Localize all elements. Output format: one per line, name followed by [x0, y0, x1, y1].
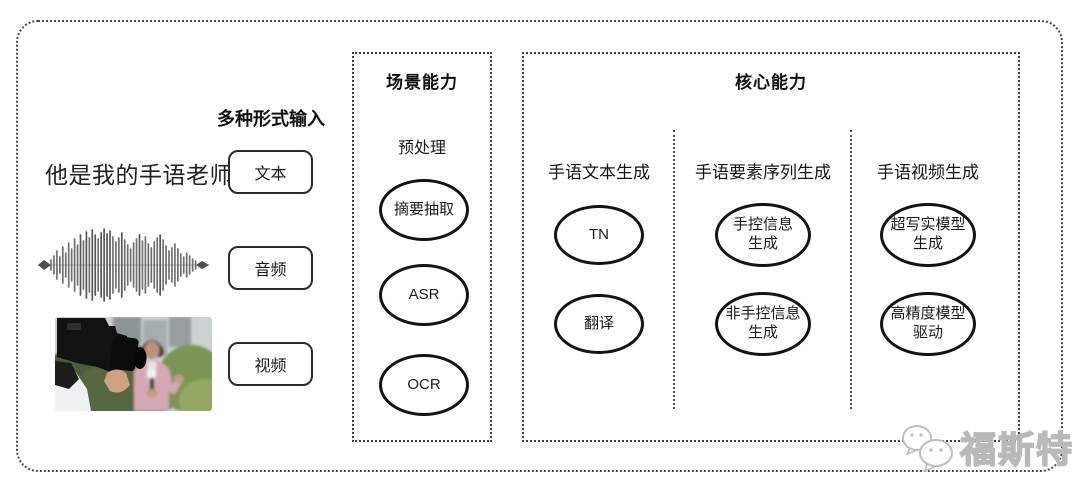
text-input-label: 文本	[254, 166, 287, 183]
preprocess-label: 预处理	[397, 140, 446, 157]
node-high-precision-model-drive: 高精度模型 驱动	[880, 292, 976, 356]
video-input-box: 视频	[228, 342, 313, 386]
multi-input-header: 多种形式输入	[217, 109, 325, 129]
node-label: 手控信息 生成	[732, 216, 793, 252]
wechat-logo-icon	[902, 425, 953, 472]
column-header-text-generation: 手语文本生成	[548, 163, 650, 182]
node-label: 翻译	[583, 314, 614, 332]
core-title: 核心能力	[735, 73, 807, 92]
audio-waveform	[38, 228, 210, 302]
audio-input-box: 音频	[228, 246, 313, 290]
node-non-manual-info-generation: 非手控信息 生成	[715, 292, 811, 356]
node-label: OCR	[407, 375, 441, 393]
column-divider	[673, 130, 675, 409]
node-label: 高精度模型 驱动	[890, 305, 966, 341]
scene-title: 场景能力	[386, 73, 458, 92]
node-asr: ASR	[379, 264, 469, 326]
column-divider	[850, 130, 852, 409]
node-label: 非手控信息 生成	[725, 305, 801, 341]
video-input-photo	[55, 317, 212, 411]
column-header-element-sequence-generation: 手语要素序列生成	[695, 163, 831, 182]
node-translation: 翻译	[554, 294, 644, 354]
node-manual-info-generation: 手控信息 生成	[715, 203, 811, 267]
watermark-text: 福斯特	[959, 428, 1075, 471]
video-input-label: 视频	[254, 358, 287, 375]
node-label: TN	[589, 225, 609, 243]
audio-input-label: 音频	[254, 262, 287, 279]
node-label: 摘要抽取	[393, 200, 454, 218]
sample-sentence: 他是我的手语老师	[45, 162, 233, 188]
node-tn: TN	[554, 205, 644, 265]
node-hyperrealistic-model-generation: 超写实模型 生成	[880, 203, 976, 267]
core-capability-box: 核心能力 手语文本生成 TN 翻译 手语要素序列生成 手控信息 生成 非手控信息…	[522, 52, 1020, 442]
node-ocr: OCR	[379, 354, 469, 416]
node-summary-extraction: 摘要抽取	[379, 179, 469, 241]
node-label: ASR	[408, 285, 440, 303]
watermark: 福斯特	[896, 421, 1074, 473]
outer-dotted-border	[16, 20, 1063, 472]
text-input-box: 文本	[228, 150, 313, 194]
scene-capability-box: 场景能力 预处理 摘要抽取 ASR OCR	[352, 52, 492, 442]
column-header-video-generation: 手语视频生成	[877, 163, 979, 182]
node-label: 超写实模型 生成	[890, 216, 966, 252]
